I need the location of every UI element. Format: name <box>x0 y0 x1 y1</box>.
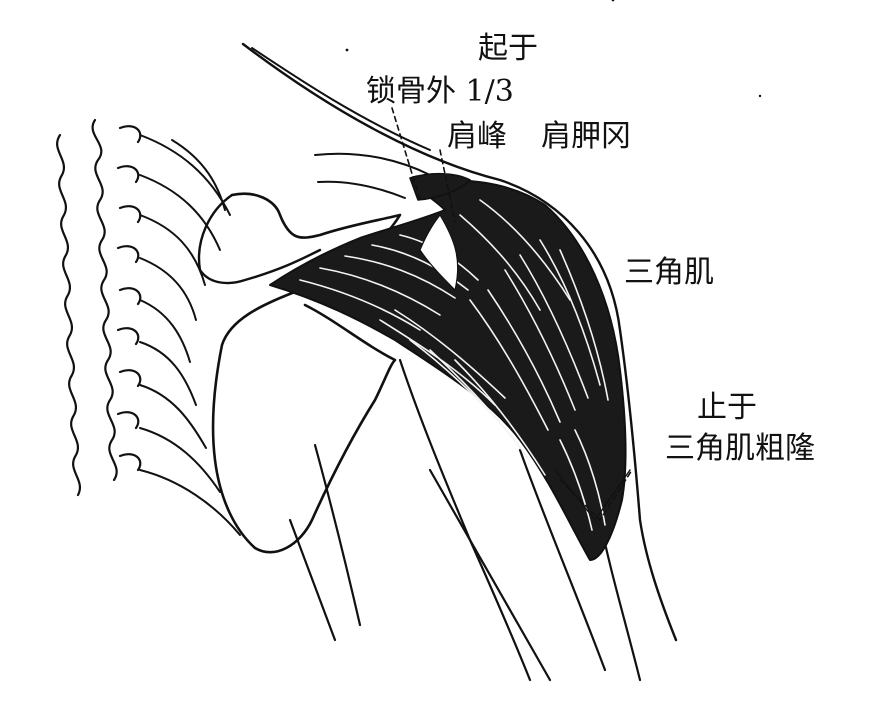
insertion-site-label: 三角肌粗隆 <box>665 431 815 466</box>
clavicle <box>409 172 471 201</box>
ribs <box>139 134 431 536</box>
humerus <box>288 358 642 682</box>
neck-line <box>251 47 431 151</box>
origin-clavicle-label: 锁骨外 1/3 <box>366 74 514 109</box>
leader-clavicle <box>391 107 421 201</box>
insertion-marker <box>554 469 631 521</box>
origin-spine-label: 肩胛冈 <box>541 119 631 154</box>
insertion-title-label: 止于 <box>697 390 757 425</box>
scapula <box>211 192 402 554</box>
vertebral-column <box>56 118 142 497</box>
acromion-process <box>197 193 322 285</box>
deltoid-muscle <box>269 179 627 561</box>
leader-acromion <box>439 149 456 223</box>
origin-acromion-label: 肩峰 <box>447 119 507 154</box>
muscle-name-label: 三角肌 <box>624 255 714 290</box>
shoulder-outline <box>241 42 678 642</box>
origin-title-label: 起于 <box>478 31 538 66</box>
